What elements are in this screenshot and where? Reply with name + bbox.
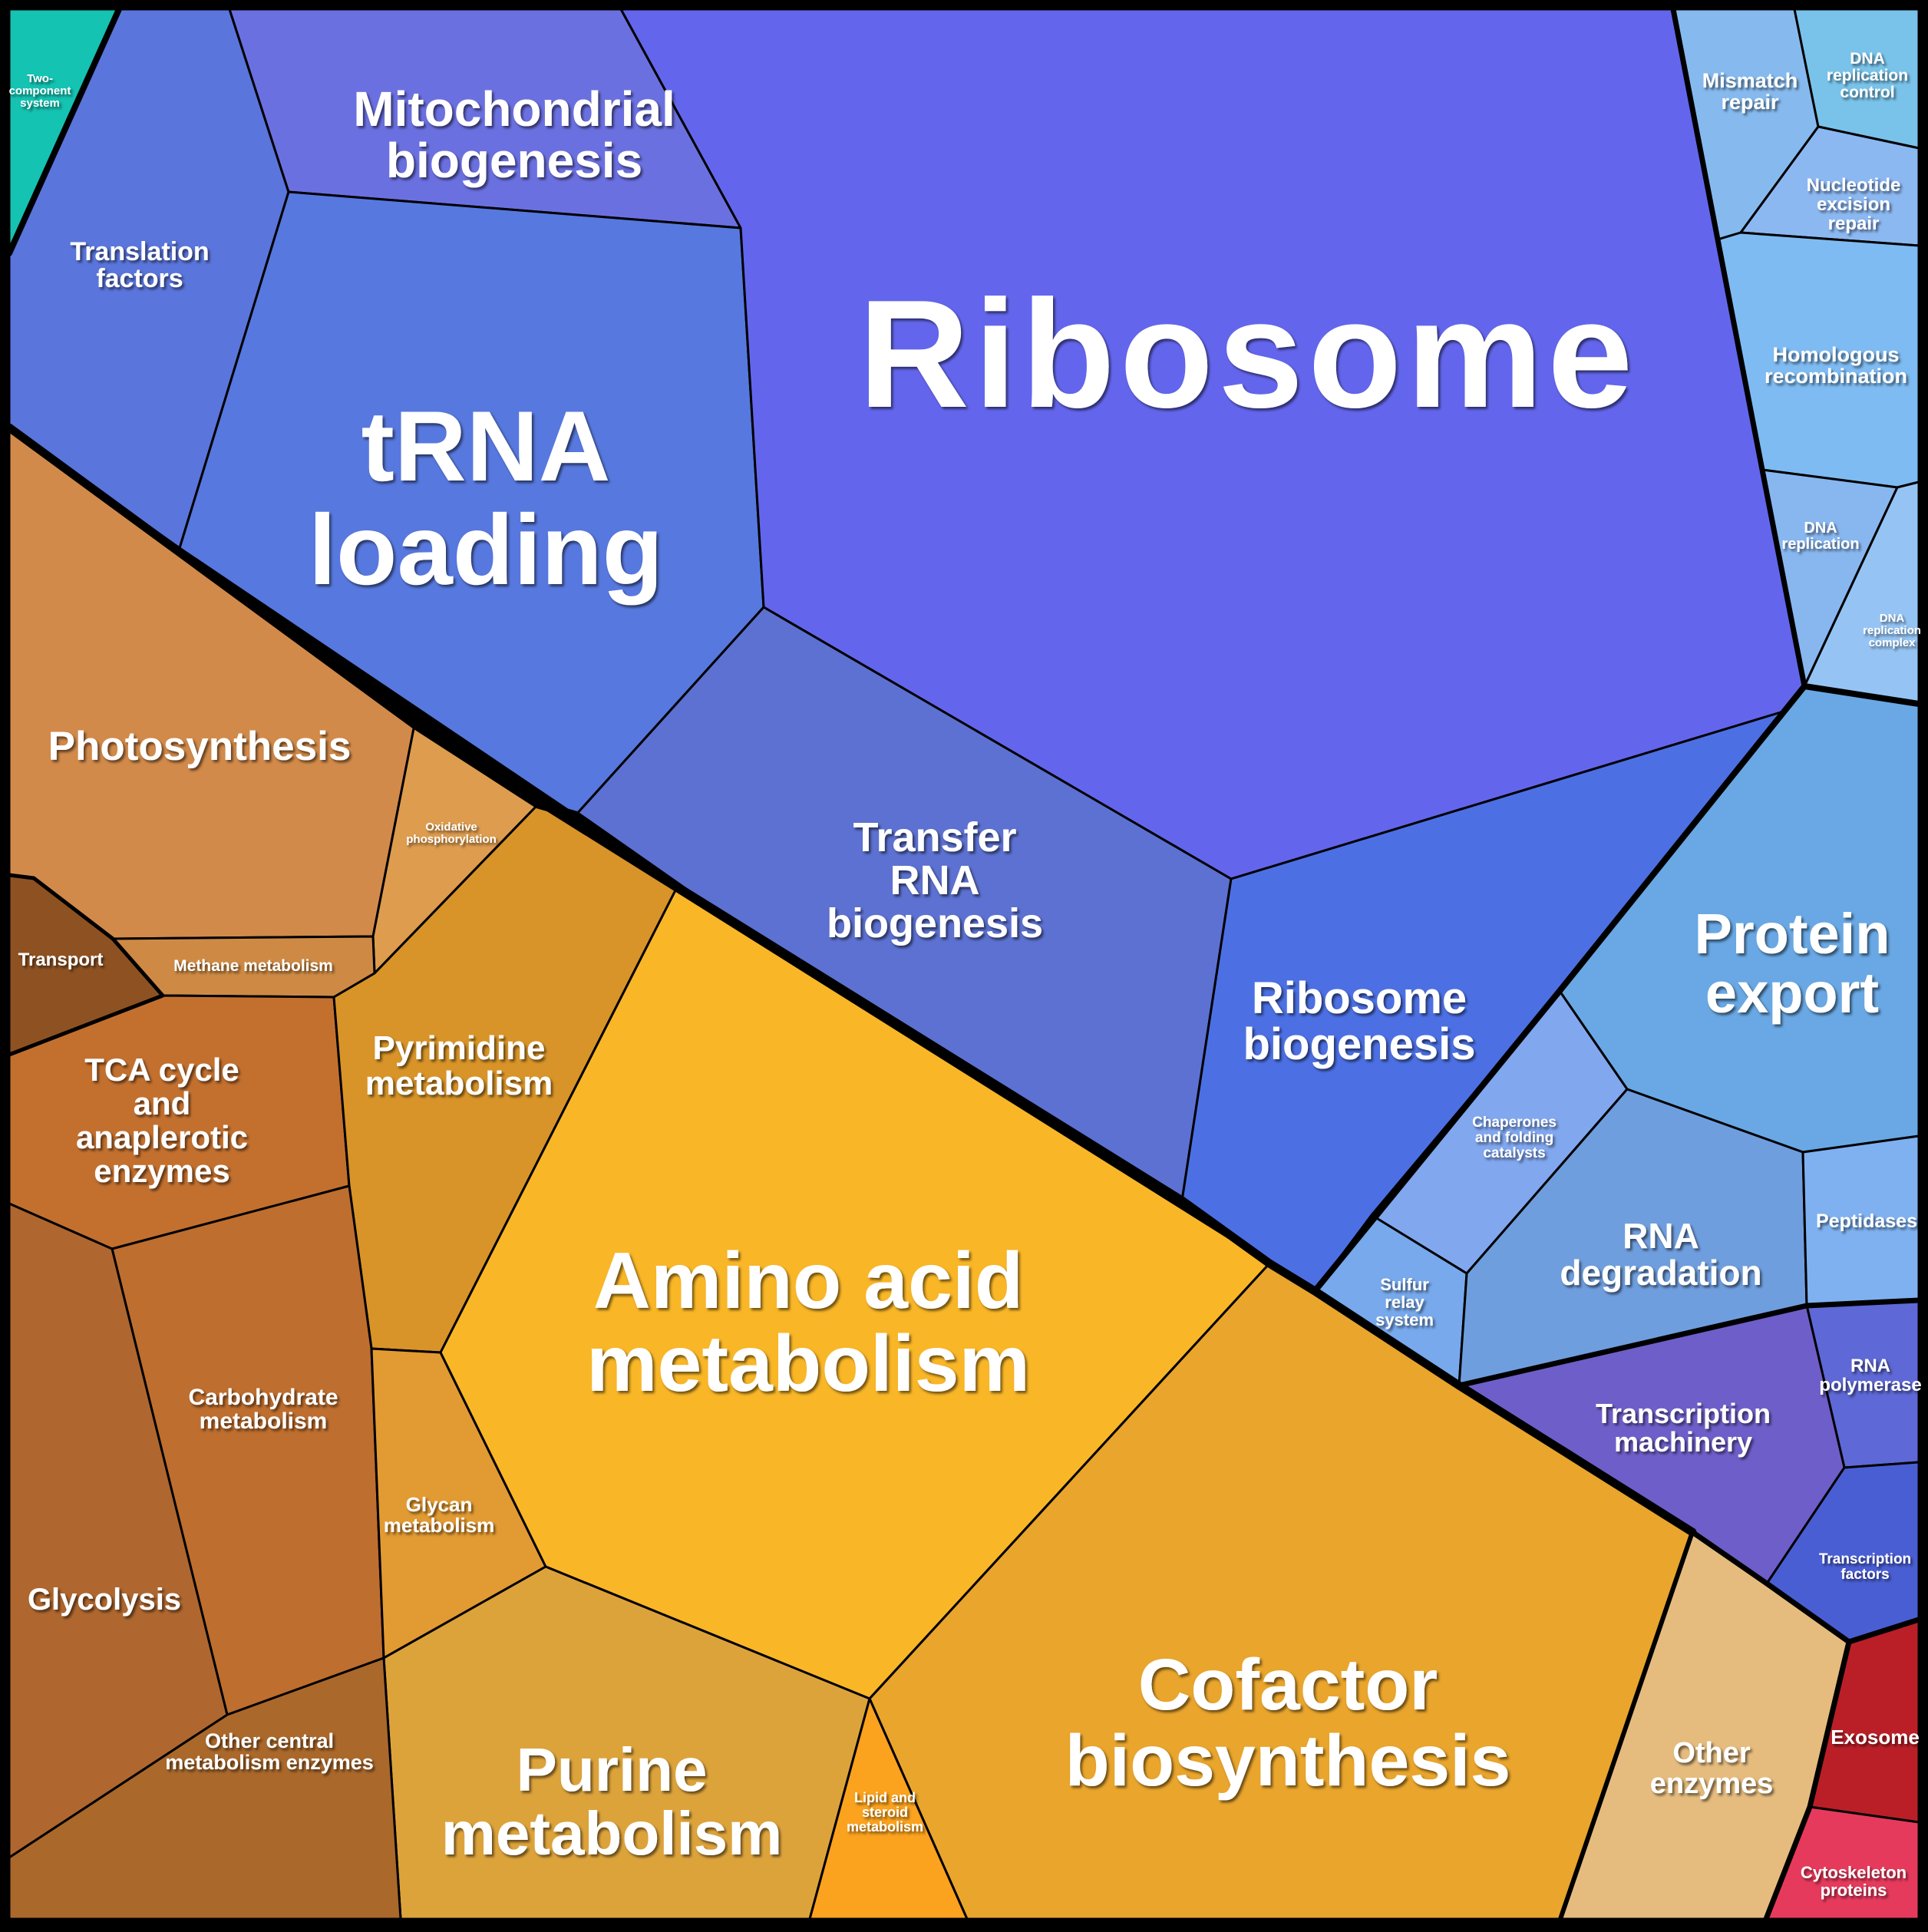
svg-text:Methane metabolism: Methane metabolism bbox=[173, 957, 333, 975]
svg-text:Peptidases: Peptidases bbox=[1816, 1210, 1917, 1232]
svg-text:Glycolysis: Glycolysis bbox=[28, 1583, 181, 1617]
svg-text:Transport: Transport bbox=[18, 949, 104, 970]
svg-text:Exosome: Exosome bbox=[1831, 1726, 1920, 1749]
svg-text:Photosynthesis: Photosynthesis bbox=[48, 724, 352, 769]
svg-text:Ribosome: Ribosome bbox=[859, 269, 1638, 440]
